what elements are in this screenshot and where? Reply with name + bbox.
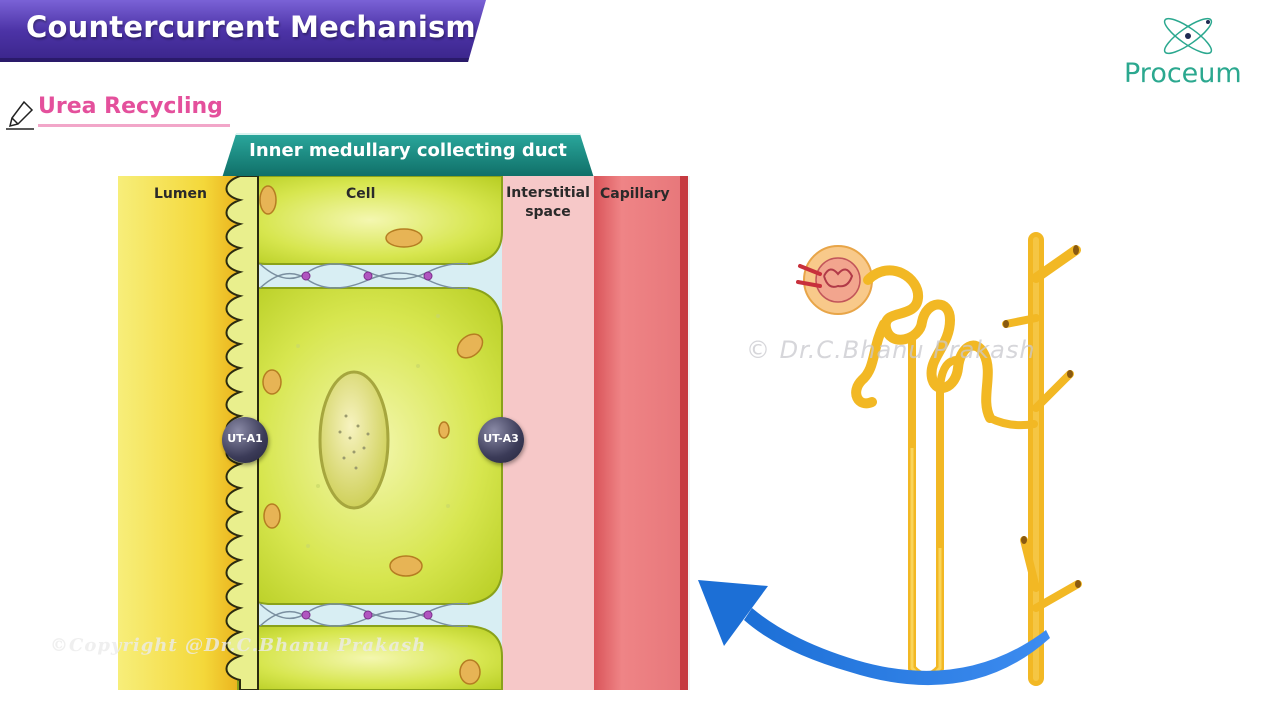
cell-label: Cell bbox=[346, 186, 376, 202]
ut-a1-transporter: UT-A1 bbox=[222, 417, 268, 463]
ut-a1-label: UT-A1 bbox=[227, 432, 263, 445]
blue-curved-arrow-icon bbox=[698, 580, 1050, 686]
duct-banner: Inner medullary collecting duct bbox=[222, 132, 594, 178]
lumen-label: Lumen bbox=[154, 186, 207, 202]
collecting-duct-diagram: Lumen Cell Interstitial space Capillary … bbox=[118, 176, 690, 690]
subtitle-underline bbox=[38, 124, 230, 127]
duct-banner-label: Inner medullary collecting duct bbox=[249, 140, 567, 161]
capillary-label: Capillary bbox=[600, 186, 670, 202]
brand-logo: Proceum bbox=[1120, 14, 1260, 94]
page-title: Countercurrent Mechanism bbox=[26, 10, 476, 44]
ut-a3-label: UT-A3 bbox=[483, 432, 519, 445]
title-banner: Countercurrent Mechanism bbox=[0, 0, 486, 62]
lumen-region bbox=[118, 176, 240, 690]
watermark-copyright: ©Copyright @Dr.C.Bhanu Prakash bbox=[50, 635, 427, 656]
lower-cell bbox=[237, 625, 503, 690]
subtitle-text: Urea Recycling bbox=[38, 94, 223, 119]
interstitial-label: Interstitial space bbox=[506, 184, 590, 222]
interstitial-label-line1: Interstitial bbox=[506, 185, 590, 201]
capillary-region bbox=[594, 176, 686, 690]
brand-name: Proceum bbox=[1124, 58, 1242, 89]
atom-logo-icon bbox=[1163, 17, 1213, 55]
nephron-illustration bbox=[780, 228, 1100, 688]
ut-a3-transporter: UT-A3 bbox=[478, 417, 524, 463]
pencil-icon bbox=[6, 100, 34, 130]
watermark-center: © Dr.C.Bhanu Prakash bbox=[746, 336, 1036, 364]
interstitial-label-line2: space bbox=[525, 204, 571, 220]
